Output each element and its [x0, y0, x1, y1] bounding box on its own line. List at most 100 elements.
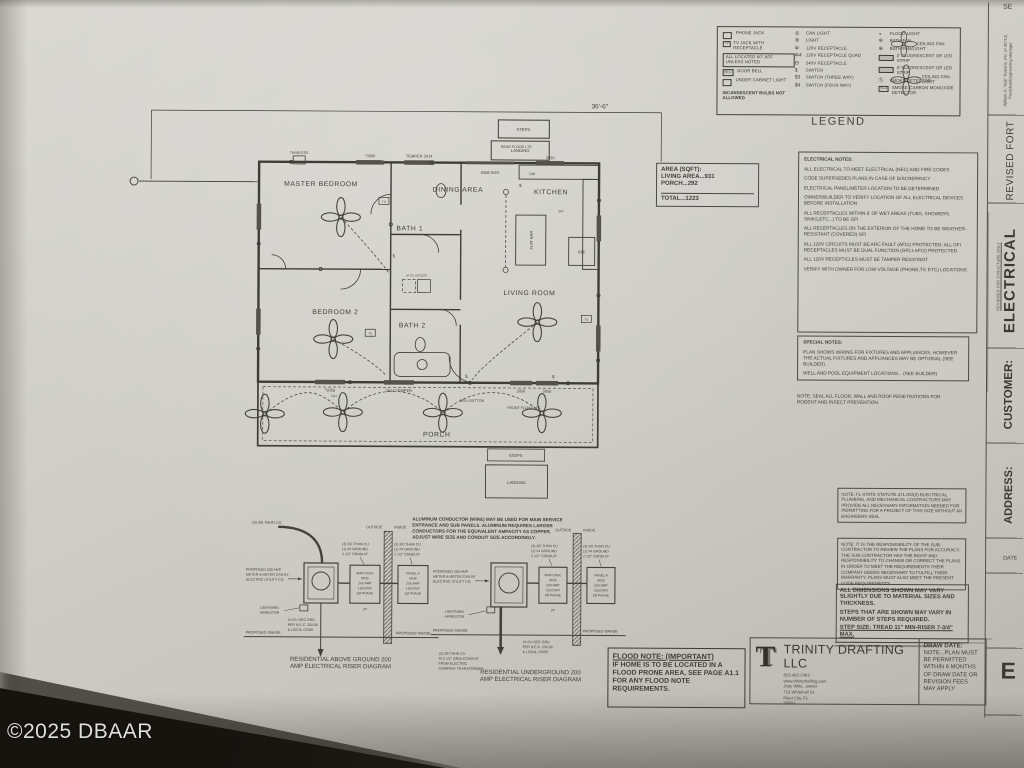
legend-label: TV JACK WITH RECEPTACLE [733, 40, 765, 51]
feeder-label: (1) #4 GROUND [583, 549, 609, 553]
ceiling-fan-light-icon [890, 64, 922, 96]
room-label-bedroom-2: BEDROOM 2 [312, 309, 358, 316]
door-bell-icon: BELL [722, 69, 735, 76]
room-label-bath-1: BATH 1 [396, 225, 423, 232]
receptacle-240v-icon: Θ [794, 60, 799, 67]
legend-label: DOOR BELL [737, 68, 763, 74]
firm-zip: 33563 [783, 700, 796, 706]
inside-label: INSIDE [583, 528, 596, 532]
strip-sheet-number: E [1000, 657, 1016, 684]
legend-note: ALL LOCATED 60" AFF UNLESS NOTED [722, 53, 795, 68]
riser-above-ground: (3) 3/0 THHN CU OUTSIDE INSIDE (3) 3/0 T… [243, 521, 439, 670]
ceiling-fan-icon [521, 393, 562, 434]
tv-jack-label: TV [368, 332, 373, 336]
room-label-bath-2: BATH 2 [399, 322, 426, 329]
receptacle-quad-icon: Φ4 [794, 52, 802, 59]
front-flood-label: FRONT FLOOD LTS [507, 406, 541, 410]
room-label-kitchen: KITCHEN [534, 189, 568, 196]
window-label: 3056 [516, 389, 526, 394]
electrical-note: CODE SUPERSEDES PLANS IN CASE OF DISCREP… [804, 175, 931, 182]
outside-label: OUTSIDE [366, 525, 383, 529]
conductor-label: (3) 3/0 THHN CU [252, 521, 281, 525]
strip-electrical: ELECTRICAL [1001, 228, 1019, 334]
statute-note: NOTE: FL STATE STATUTE 471.003(2) ELECTR… [841, 491, 963, 519]
main-disc-label: MCB [549, 578, 557, 582]
switch-4way-icon: $4 [794, 82, 801, 89]
bath-fan-icon: ⊛ [878, 38, 883, 45]
inside-label: INSIDE [394, 525, 407, 529]
main-disc-label: 1Ø PHASE [357, 591, 374, 595]
electrical-notes-title: ELECTRICAL NOTES: [804, 156, 853, 162]
switch-symbol: $ [465, 374, 468, 379]
legend-label: CAN LIGHT [805, 30, 830, 36]
strip-address: ADDRESS: [1002, 466, 1016, 524]
feeder-label: (3) 3/0 THHN CU [394, 542, 421, 546]
feeder-label: 2 1/2" CONDUIT [531, 554, 558, 558]
smoke-detector-icon: Ⓢ [878, 77, 884, 84]
feeder-label: (3) 3/0 THHN CU [342, 542, 369, 546]
legend-note: INCANDESCENT BULBS NOT ALLOWED [722, 89, 786, 101]
legend-label: PHONE JACK [735, 30, 765, 36]
ground-label: PER N.E.C. 250.66 [288, 623, 318, 627]
flat-bar-label: FLAT BAR [529, 231, 534, 250]
legend-label: SWITCH [805, 67, 824, 73]
legend-label: CEILING FAN-LIGHT [921, 74, 952, 85]
electrical-note: ALL 120V RECEPTICLES MUST BE TAMPER RESI… [803, 256, 928, 263]
electrical-note: ALL RECEPTACLES ON THE EXTERIOR OF THE H… [803, 225, 967, 238]
arrestor-label: ARRESTOR [445, 615, 465, 619]
responsibility-note-box: NOTE: IT IS THE RESPONSIBILITY OF THE SU… [836, 537, 967, 591]
underground-feed-label: COMPANY TRANSFORMER [438, 667, 484, 671]
feeder-label: (1) #4 GROUND [342, 547, 368, 551]
window-label: 3014 TEMPER [386, 388, 413, 393]
ground-label: PER N.E.C. 250.66 [523, 645, 553, 649]
legend-label: CEILING FAN [916, 40, 945, 46]
feeder-label: 2 1/2" CONDUIT [394, 552, 421, 556]
switch-icon: $ [794, 67, 798, 74]
meter-label: ELECTRIC UTILITY CO. [246, 578, 284, 582]
legend-label: 120V RECEPTACLE [805, 45, 847, 51]
ground-label: & LOCAL CODE [523, 650, 549, 654]
main-disc-label: 200 AMP [358, 581, 372, 585]
engineer-name: William H. "Bob" Roberts, P.E. (# 40712)… [1002, 16, 1015, 126]
seal-note: NOTE: SEAL ALL FLOOR, WALL AND ROOF PENE… [796, 393, 941, 406]
strip-date: DATE [1003, 555, 1018, 562]
corner-partial-text: SE [1002, 3, 1013, 11]
main-disc-label: 200 AMP [546, 583, 560, 587]
riser-title: AMP ELECTRICAL RISER DIAGRAM [480, 677, 581, 684]
tv-jack-icon: TV [722, 40, 731, 48]
area-box: AREA (SQFT): LIVING AREA...931 PORCH...2… [655, 162, 760, 208]
title-block: T T TRINITY DRAFTING LLC 813-482-2463 ww… [749, 637, 987, 706]
switch-symbol: $ [519, 183, 522, 188]
smoke-co-detector-icon: SCD [878, 86, 889, 93]
engineer-line2: President/Engineering Manager [1007, 42, 1013, 99]
legend-label: UNDER CABINET LIGHT [735, 77, 787, 83]
flood-note-title: FLOOD NOTE: (IMPORTANT) [612, 651, 714, 662]
panel-a-label: 1Ø PHASE [593, 593, 610, 597]
main-disc-label: 120/240V [546, 588, 561, 592]
meter-label: PROPOSED 200 AMP [433, 570, 469, 574]
special-notes-box: SPECIAL NOTES: PLAN SHOWS WIRING FOR FIX… [797, 335, 970, 382]
meter-label: METER & METER CAN BY [433, 575, 476, 579]
main-disc-label: 1Ø PHASE [545, 593, 562, 597]
special-note: PLAN SHOWS WIRING FOR FIXTURES AND APPLI… [803, 349, 958, 367]
meter-label: PROPOSED 200 AMP [246, 568, 282, 572]
flood-note-body: IF HOME IS TO BE LOCATED IN A FLOOD PRON… [612, 661, 739, 694]
attic-access-label: ATTIC ACCESS [406, 273, 427, 277]
steps-bottom-label: STEPS [509, 453, 523, 458]
panel-a-label: 200 AMP [594, 583, 608, 587]
legend-label: 120V RECEPTACLE QUAD [805, 52, 862, 58]
can-light-icon: ◎ [794, 30, 800, 37]
electrical-note: ALL ELECTRICAL TO MEET ELECTRICAL (NEC) … [804, 166, 950, 172]
legend-label: 240V RECEPTACLE [805, 60, 847, 66]
dimensions-note: ALL DIMENSIONS SHOWN MAY VARY SLIGHTLY D… [839, 587, 955, 608]
tv-jack-label: TV [584, 318, 589, 322]
flood-light-icon: ◒ [878, 30, 882, 37]
feeder-label: (3) 3/0 THHN CU [531, 544, 558, 548]
underground-feed-label: (3) 3/0 THHN CU [439, 652, 466, 656]
floor-plan: 36'-6" STEPS LANDING STEPS LANDING FLAT … [129, 103, 662, 499]
legend-label: SWITCH (FOUR WAY) [805, 82, 852, 88]
legend-title: LEGEND [811, 115, 866, 128]
feeder-label: (3) 3/0 THHN CU [583, 544, 610, 548]
window-label: 3030 [546, 155, 556, 160]
